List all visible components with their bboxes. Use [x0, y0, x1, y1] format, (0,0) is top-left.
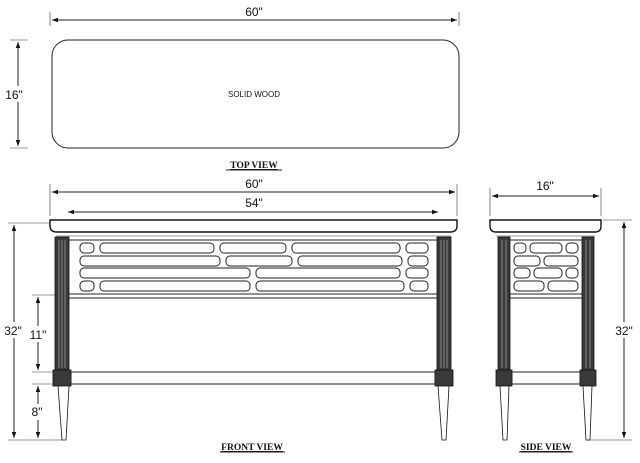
- side-right-leg: [579, 236, 597, 441]
- front-stretcher: [70, 371, 436, 385]
- top-width-label: 60": [245, 5, 263, 19]
- front-right-leg: [434, 236, 454, 441]
- front-left-leg: [52, 236, 72, 441]
- top-view: 60" 16" SOLID WOOD TOP VIEW: [4, 5, 460, 171]
- side-tabletop: [489, 219, 602, 233]
- tabletop-outline: [51, 39, 460, 149]
- side-left-leg: [495, 236, 513, 441]
- front-tabletop: [49, 219, 458, 233]
- front-apron-dimension: 11": [28, 294, 58, 373]
- side-depth-dimension: 16": [489, 179, 602, 216]
- side-view: 16" 32": [489, 179, 638, 453]
- top-width-dimension: 60": [49, 5, 460, 26]
- front-inner-width-dimension: 54": [68, 196, 438, 215]
- front-height-label: 32": [4, 324, 22, 338]
- front-height-dimension: 32": [2, 222, 62, 441]
- top-depth-dimension: 16": [4, 39, 28, 149]
- front-inner-width-label: 54": [245, 196, 263, 210]
- front-lattice: [79, 242, 429, 292]
- front-leg-label: 8": [32, 405, 43, 419]
- top-view-title: TOP VIEW: [230, 161, 278, 171]
- side-height-dimension: 32": [586, 219, 638, 441]
- front-width-label: 60": [245, 177, 263, 191]
- front-leg-dimension: 8": [28, 383, 58, 438]
- side-view-title: SIDE VIEW: [521, 443, 572, 453]
- side-stretcher: [511, 371, 581, 385]
- top-depth-label: 16": [5, 88, 23, 102]
- front-view-title: FRONT VIEW: [221, 443, 283, 453]
- front-view: 60" 54" 32" 11" 8": [2, 177, 458, 453]
- side-lattice: [513, 242, 579, 292]
- side-height-label: 32": [615, 324, 633, 338]
- material-label: SOLID WOOD: [228, 90, 280, 99]
- front-width-dimension: 60": [49, 177, 458, 216]
- side-depth-label: 16": [536, 179, 554, 193]
- front-apron-label: 11": [30, 328, 47, 342]
